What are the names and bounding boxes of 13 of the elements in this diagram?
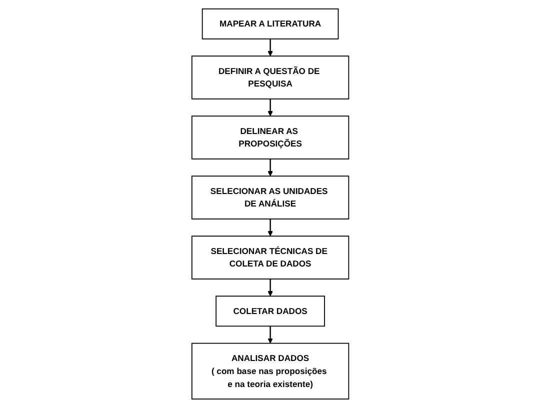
node-box: COLETAR DADOS bbox=[215, 296, 325, 327]
node-box: MAPEAR A LITERATURA bbox=[202, 8, 338, 40]
arrow bbox=[267, 279, 273, 296]
arrow bbox=[267, 219, 273, 236]
arrow bbox=[267, 326, 273, 344]
arrow bbox=[267, 158, 273, 176]
node-box: DEFINIR A QUESTÃO DE PESQUISA bbox=[191, 56, 349, 100]
node-box: SELECIONAR AS UNIDADES DE ANÁLISE bbox=[191, 176, 349, 220]
arrow bbox=[267, 98, 273, 116]
node-box: ANALISAR DADOS ( com base nas proposições e na teoria existente) bbox=[191, 342, 349, 400]
node-box: DELINEAR AS PROPOSIÇÕES bbox=[191, 116, 349, 160]
node-box: SELECIONAR TÉCNICAS DE COLETA DE DADOS bbox=[191, 236, 349, 280]
arrow bbox=[267, 38, 273, 56]
